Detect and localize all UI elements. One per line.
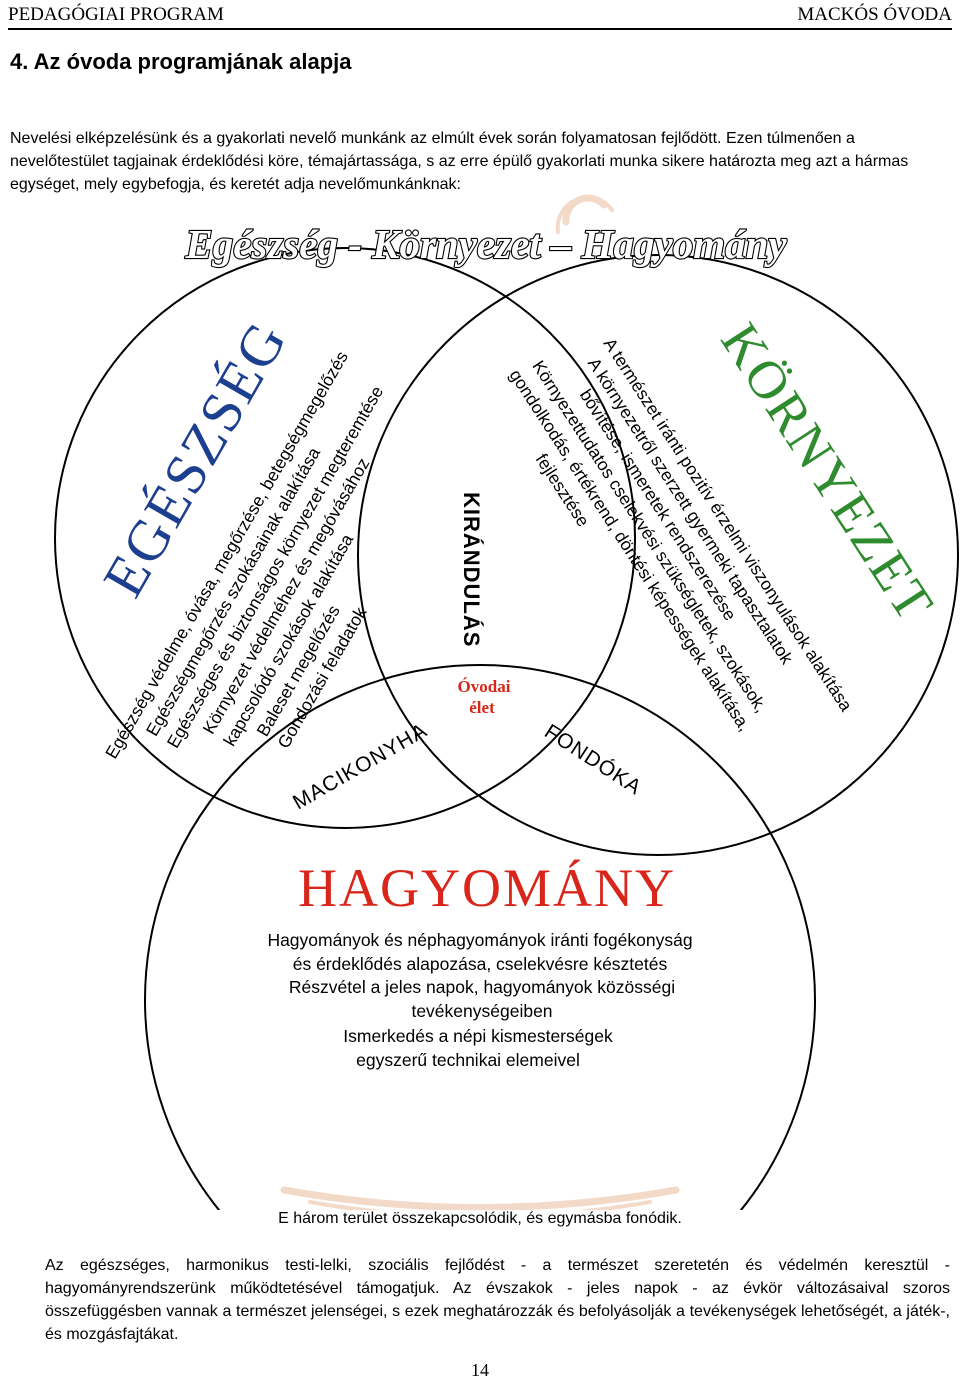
- egeszseg-circle: [54, 247, 636, 829]
- hagyomany-circle: [144, 664, 816, 1210]
- header-right: MACKÓS ÓVODA: [797, 4, 952, 25]
- macikonyha-label: MACIKONYHA: [289, 719, 431, 815]
- intro-paragraph: Nevelési elképzelésünk és a gyakorlati n…: [10, 130, 909, 193]
- kirandulas-label: KIRÁNDULÁS: [459, 492, 484, 647]
- hagyomany-line-5: Ismerkedés a népi kismesterségek: [343, 1026, 613, 1046]
- hagyomany-line-3: Részvétel a jeles napok, hagyományok köz…: [289, 977, 675, 997]
- section-title: 4. Az óvoda programjának alapja: [10, 49, 352, 74]
- hagyomany-title: HAGYOMÁNY: [298, 858, 676, 918]
- diagram-caption: E három terület összekapcsolódik, és egy…: [278, 1210, 682, 1227]
- venn-diagram: Egészség - Környezet – Hagyomány EGÉSZSÉ…: [54, 194, 959, 1210]
- ovodai-elet-line-1: Óvodai: [458, 677, 511, 696]
- header-left: PEDAGÓGIAI PROGRAM: [8, 4, 224, 25]
- hagyomany-line-2: és érdeklődés alapozása, cselekvésre kés…: [293, 954, 668, 974]
- hagyomany-line-1: Hagyományok és néphagyományok iránti fog…: [267, 930, 692, 950]
- watermark-decoration: [280, 194, 680, 1210]
- ovodai-elet-line-2: élet: [469, 698, 495, 717]
- hagyomany-line-4: tevékenységeiben: [411, 1001, 552, 1021]
- diagram-headline: Egészség - Környezet – Hagyomány: [184, 221, 787, 267]
- fondoka-label: FONDÓKA: [540, 720, 645, 800]
- kornyezet-circle: [357, 254, 959, 856]
- page-number: 14: [471, 1360, 489, 1380]
- hagyomany-line-6: egyszerű technikai elemeivel: [356, 1050, 580, 1070]
- body-paragraph: Az egészséges, harmonikus testi-lelki, s…: [45, 1257, 950, 1343]
- page-header: PEDAGÓGIAI PROGRAM MACKÓS ÓVODA: [8, 2, 952, 30]
